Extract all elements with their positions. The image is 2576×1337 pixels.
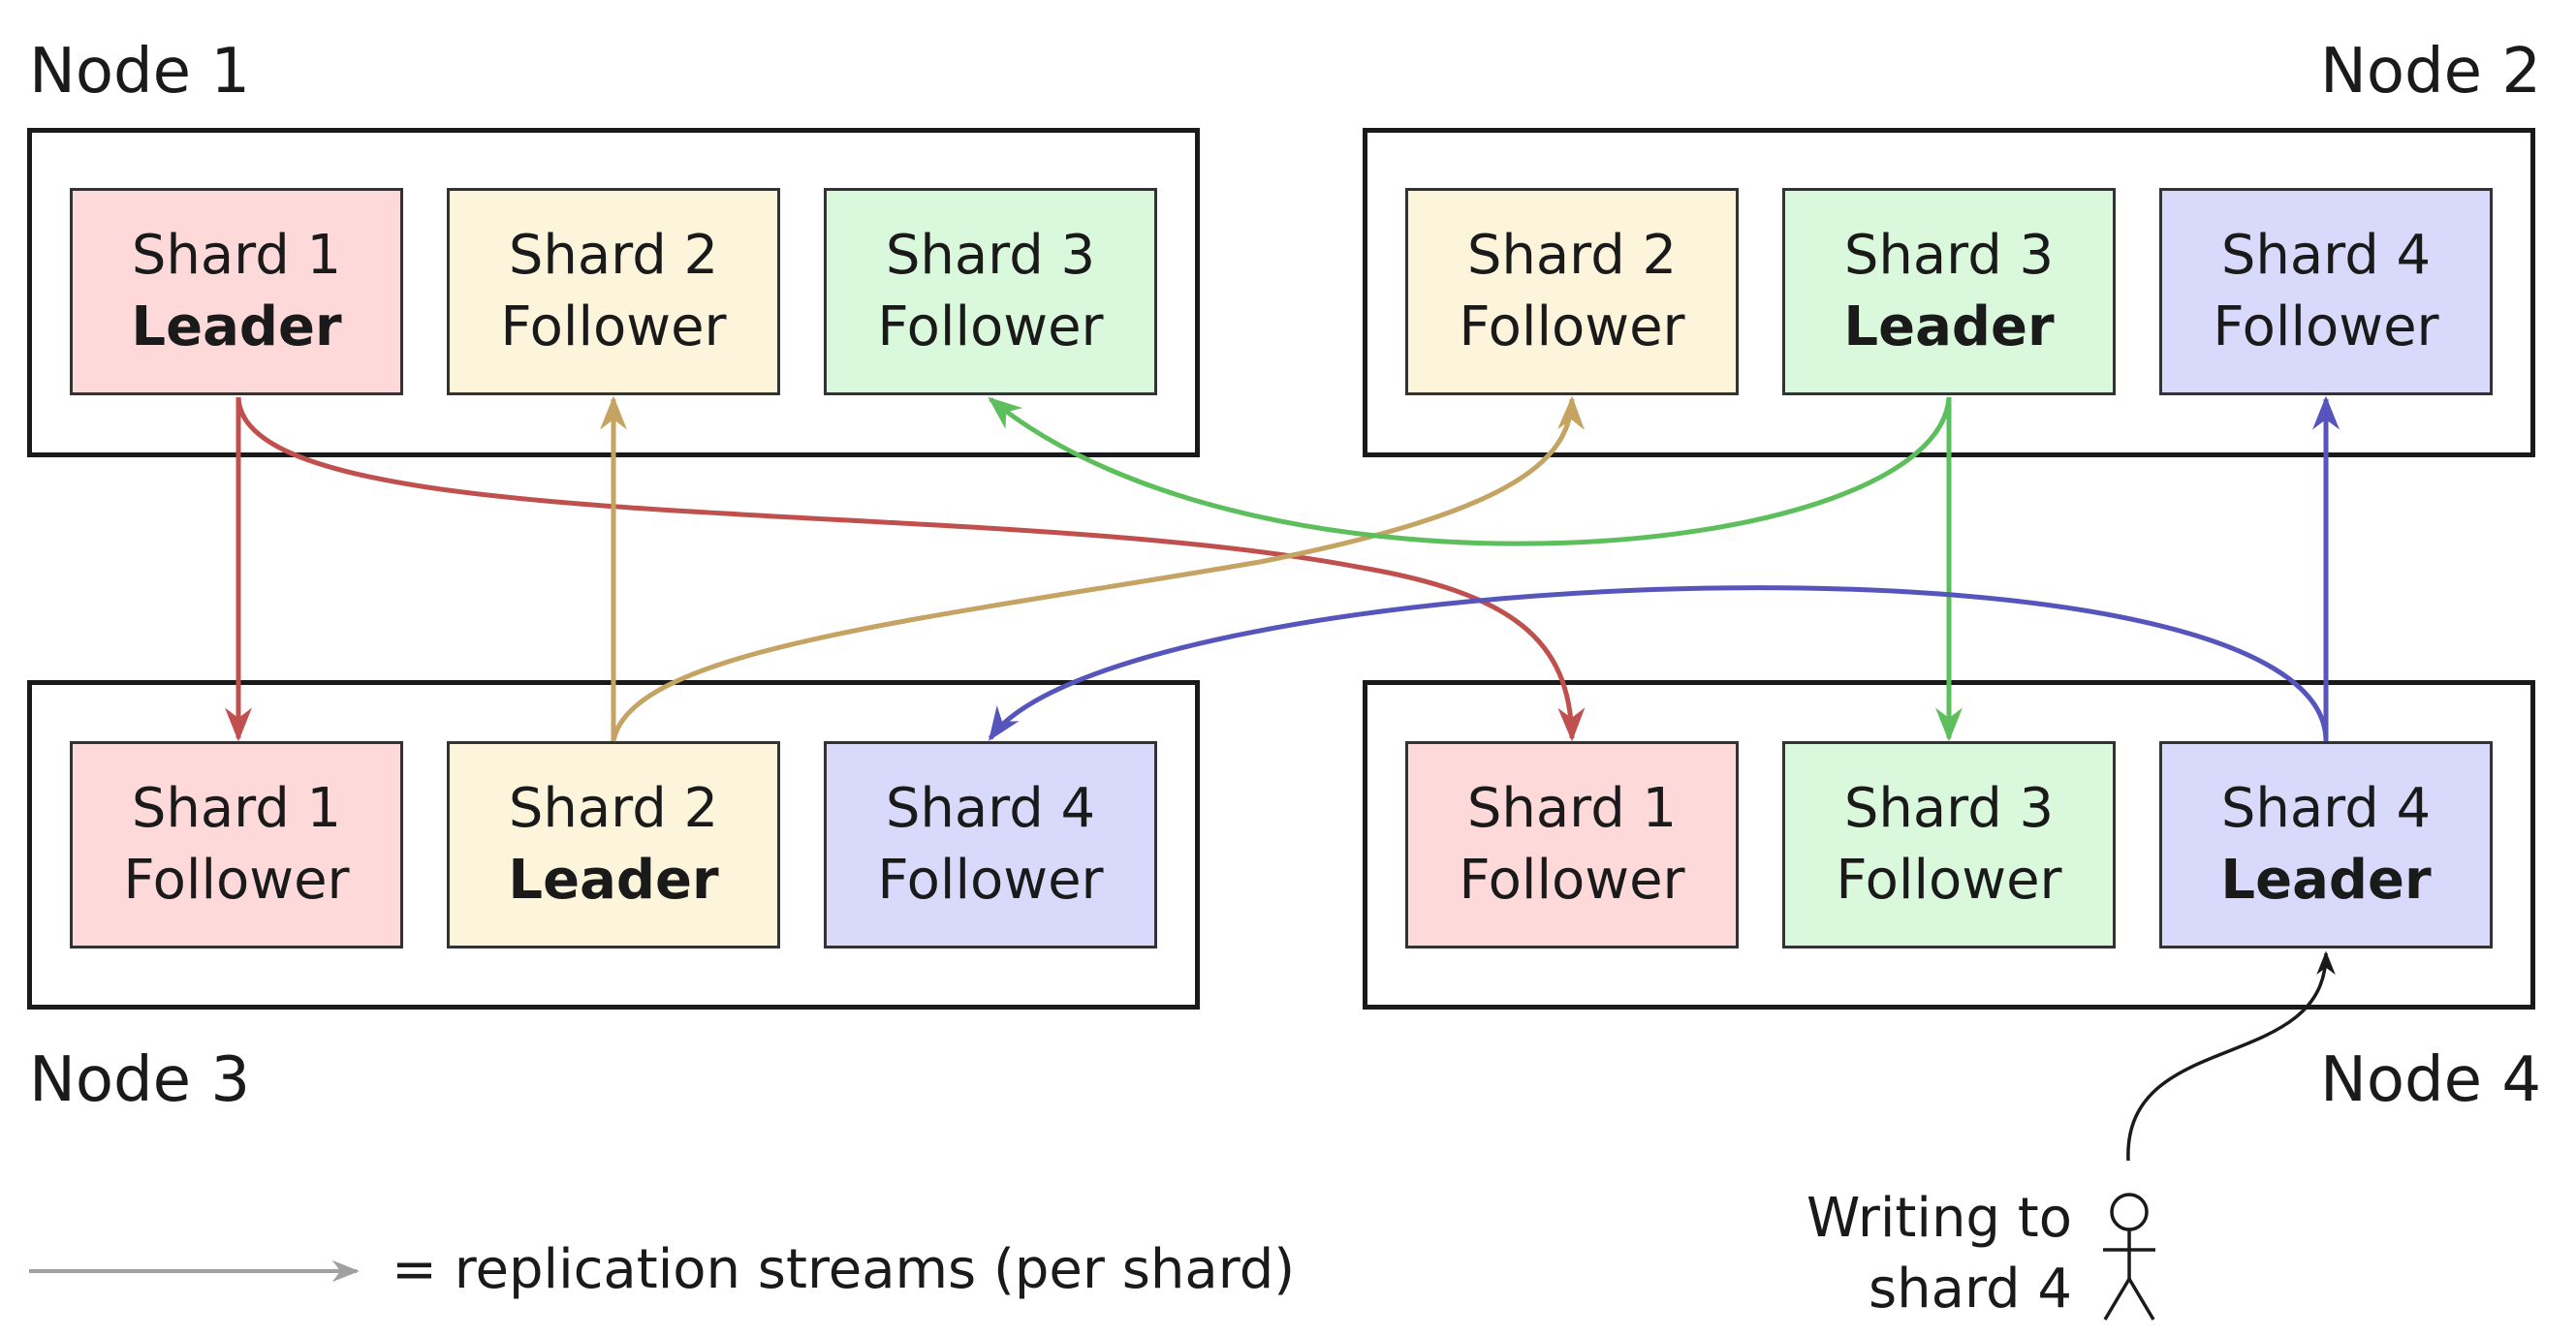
writer-label: Writing to shard 4 (1806, 1184, 2072, 1325)
shard-name: Shard 3 (1843, 224, 2055, 288)
legend-text: = replication streams (per shard) (392, 1238, 1296, 1301)
shard-role: Follower (500, 295, 727, 358)
node-1-shard-1-leader: Shard 1 Leader (70, 188, 403, 395)
shard-role: Leader (131, 295, 342, 358)
node-3-shard-1-follower: Shard 1 Follower (70, 741, 403, 948)
node-4-shard-4-leader: Shard 4 Leader (2159, 741, 2493, 948)
writer-label-line-1: Writing to (1806, 1187, 2072, 1250)
shard-role: Leader (2220, 849, 2432, 912)
shard-role: Leader (508, 849, 719, 912)
shard-role: Follower (1836, 849, 2062, 912)
shard-role: Leader (1843, 295, 2055, 358)
node-2-label: Node 2 (2320, 36, 2542, 108)
shard-name: Shard 1 (1466, 777, 1678, 841)
shard-role: Follower (123, 849, 350, 912)
node-1-shard-3-follower: Shard 3 Follower (824, 188, 1157, 395)
shard-name: Shard 1 (131, 777, 342, 841)
shard-name: Shard 2 (1466, 224, 1678, 288)
shard-name: Shard 4 (885, 777, 1096, 841)
node-2-shard-3-leader: Shard 3 Leader (1782, 188, 2116, 395)
node-3-shard-2-leader: Shard 2 Leader (447, 741, 780, 948)
shard-role: Follower (2213, 295, 2439, 358)
node-1-shard-2-follower: Shard 2 Follower (447, 188, 780, 395)
shard-name: Shard 3 (1843, 777, 2055, 841)
node-4-shard-3-follower: Shard 3 Follower (1782, 741, 2116, 948)
node-3-shard-4-follower: Shard 4 Follower (824, 741, 1157, 948)
shard-1-stream-to-node-4 (236, 396, 1586, 742)
node-4-label: Node 4 (2320, 1044, 2542, 1116)
shard-name: Shard 3 (885, 224, 1096, 288)
node-1-label: Node 1 (29, 36, 251, 108)
node-4-shard-1-follower: Shard 1 Follower (1405, 741, 1739, 948)
shard-role: Follower (1459, 295, 1685, 358)
node-2-shard-2-follower: Shard 2 Follower (1405, 188, 1739, 395)
shard-name: Shard 4 (2220, 224, 2432, 288)
shard-name: Shard 1 (131, 224, 342, 288)
node-3-label: Node 3 (29, 1044, 251, 1116)
writer-label-line-2: shard 4 (1869, 1257, 2072, 1321)
client-person-icon (2103, 1193, 2155, 1321)
shard-name: Shard 2 (508, 777, 719, 841)
node-2-shard-4-follower: Shard 4 Follower (2159, 188, 2493, 395)
shard-2-stream-to-node-2 (611, 395, 1586, 742)
shard-name: Shard 2 (508, 224, 719, 288)
shard-role: Follower (877, 295, 1104, 358)
shard-role: Follower (877, 849, 1104, 912)
shard-role: Follower (1459, 849, 1685, 912)
shard-3-stream-to-node-1 (988, 396, 1952, 546)
client-write-arrow (2126, 950, 2336, 1162)
shard-name: Shard 4 (2220, 777, 2432, 841)
shard-4-stream-to-node-3 (988, 585, 2329, 742)
